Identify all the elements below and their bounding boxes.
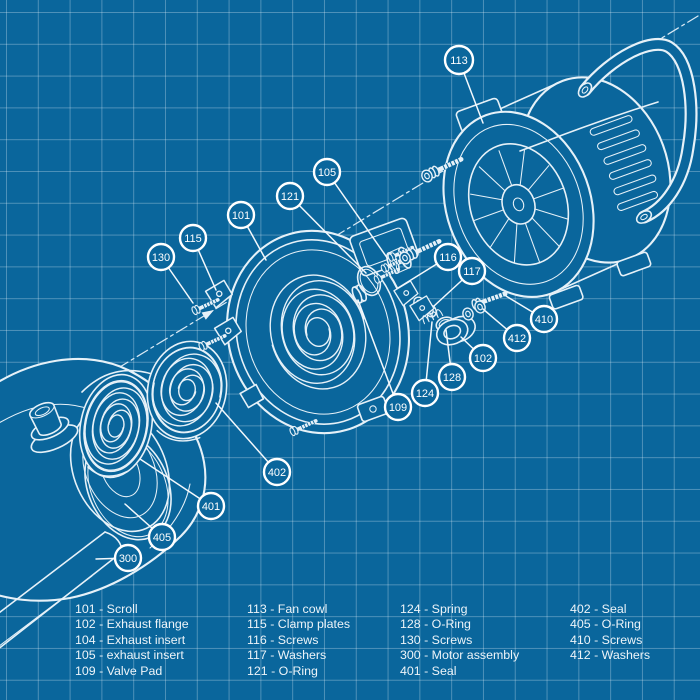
svg-text:412: 412 (508, 333, 526, 345)
balloon-124: 124 (410, 321, 440, 408)
svg-text:405: 405 (153, 532, 171, 544)
svg-text:116: 116 (439, 252, 457, 264)
svg-text:402: 402 (268, 467, 286, 479)
spring-124-drawing (422, 309, 444, 325)
balloon-300: 300 (95, 543, 143, 573)
svg-text:410: 410 (535, 314, 553, 326)
balloon-410: 410 (505, 295, 559, 334)
balloon-130: 130 (146, 242, 194, 304)
svg-text:105: 105 (318, 167, 336, 179)
balloon-412: 412 (482, 308, 532, 353)
svg-text:113: 113 (450, 55, 468, 67)
seal-401-drawing (74, 368, 158, 484)
balloon-115: 115 (178, 223, 217, 291)
vent-slats (589, 115, 659, 211)
handle-drawing (519, 37, 698, 224)
balloon-113: 113 (443, 44, 484, 124)
fan-cowl-drawing (442, 37, 698, 310)
balloon-128: 128 (437, 329, 467, 392)
svg-text:115: 115 (184, 233, 202, 245)
svg-text:102: 102 (474, 353, 492, 365)
axis-arrowhead-icon (201, 310, 214, 320)
svg-text:401: 401 (202, 501, 220, 513)
svg-text:128: 128 (443, 372, 461, 384)
svg-text:130: 130 (152, 252, 170, 264)
svg-text:300: 300 (119, 553, 137, 565)
balloon-105: 105 (312, 157, 389, 260)
balloon-121: 121 (275, 181, 367, 274)
inlet-port-drawing (28, 401, 79, 454)
balloon-callouts: 113 105 121 101 115 130 (95, 44, 559, 573)
svg-text:101: 101 (232, 210, 250, 222)
balloon-405: 405 (124, 503, 177, 552)
svg-text:124: 124 (416, 388, 434, 400)
scroll-housing-drawing (225, 217, 419, 439)
balloon-401: 401 (139, 458, 226, 521)
balloon-117: 117 (433, 256, 487, 307)
exhaust-flange-drawing (435, 315, 476, 346)
svg-text:109: 109 (389, 402, 407, 414)
valve-pad-drawing (351, 284, 368, 304)
balloon-109: 109 (357, 299, 413, 422)
svg-text:117: 117 (463, 266, 481, 278)
balloon-101: 101 (226, 200, 267, 261)
balloon-102: 102 (460, 336, 498, 373)
seal-402-drawing (143, 339, 231, 449)
balloon-402: 402 (215, 402, 292, 487)
svg-text:121: 121 (281, 191, 299, 203)
balloon-116: 116 (397, 242, 463, 289)
mounting-lug-drawing (239, 383, 265, 409)
fan-drawing (467, 143, 570, 266)
